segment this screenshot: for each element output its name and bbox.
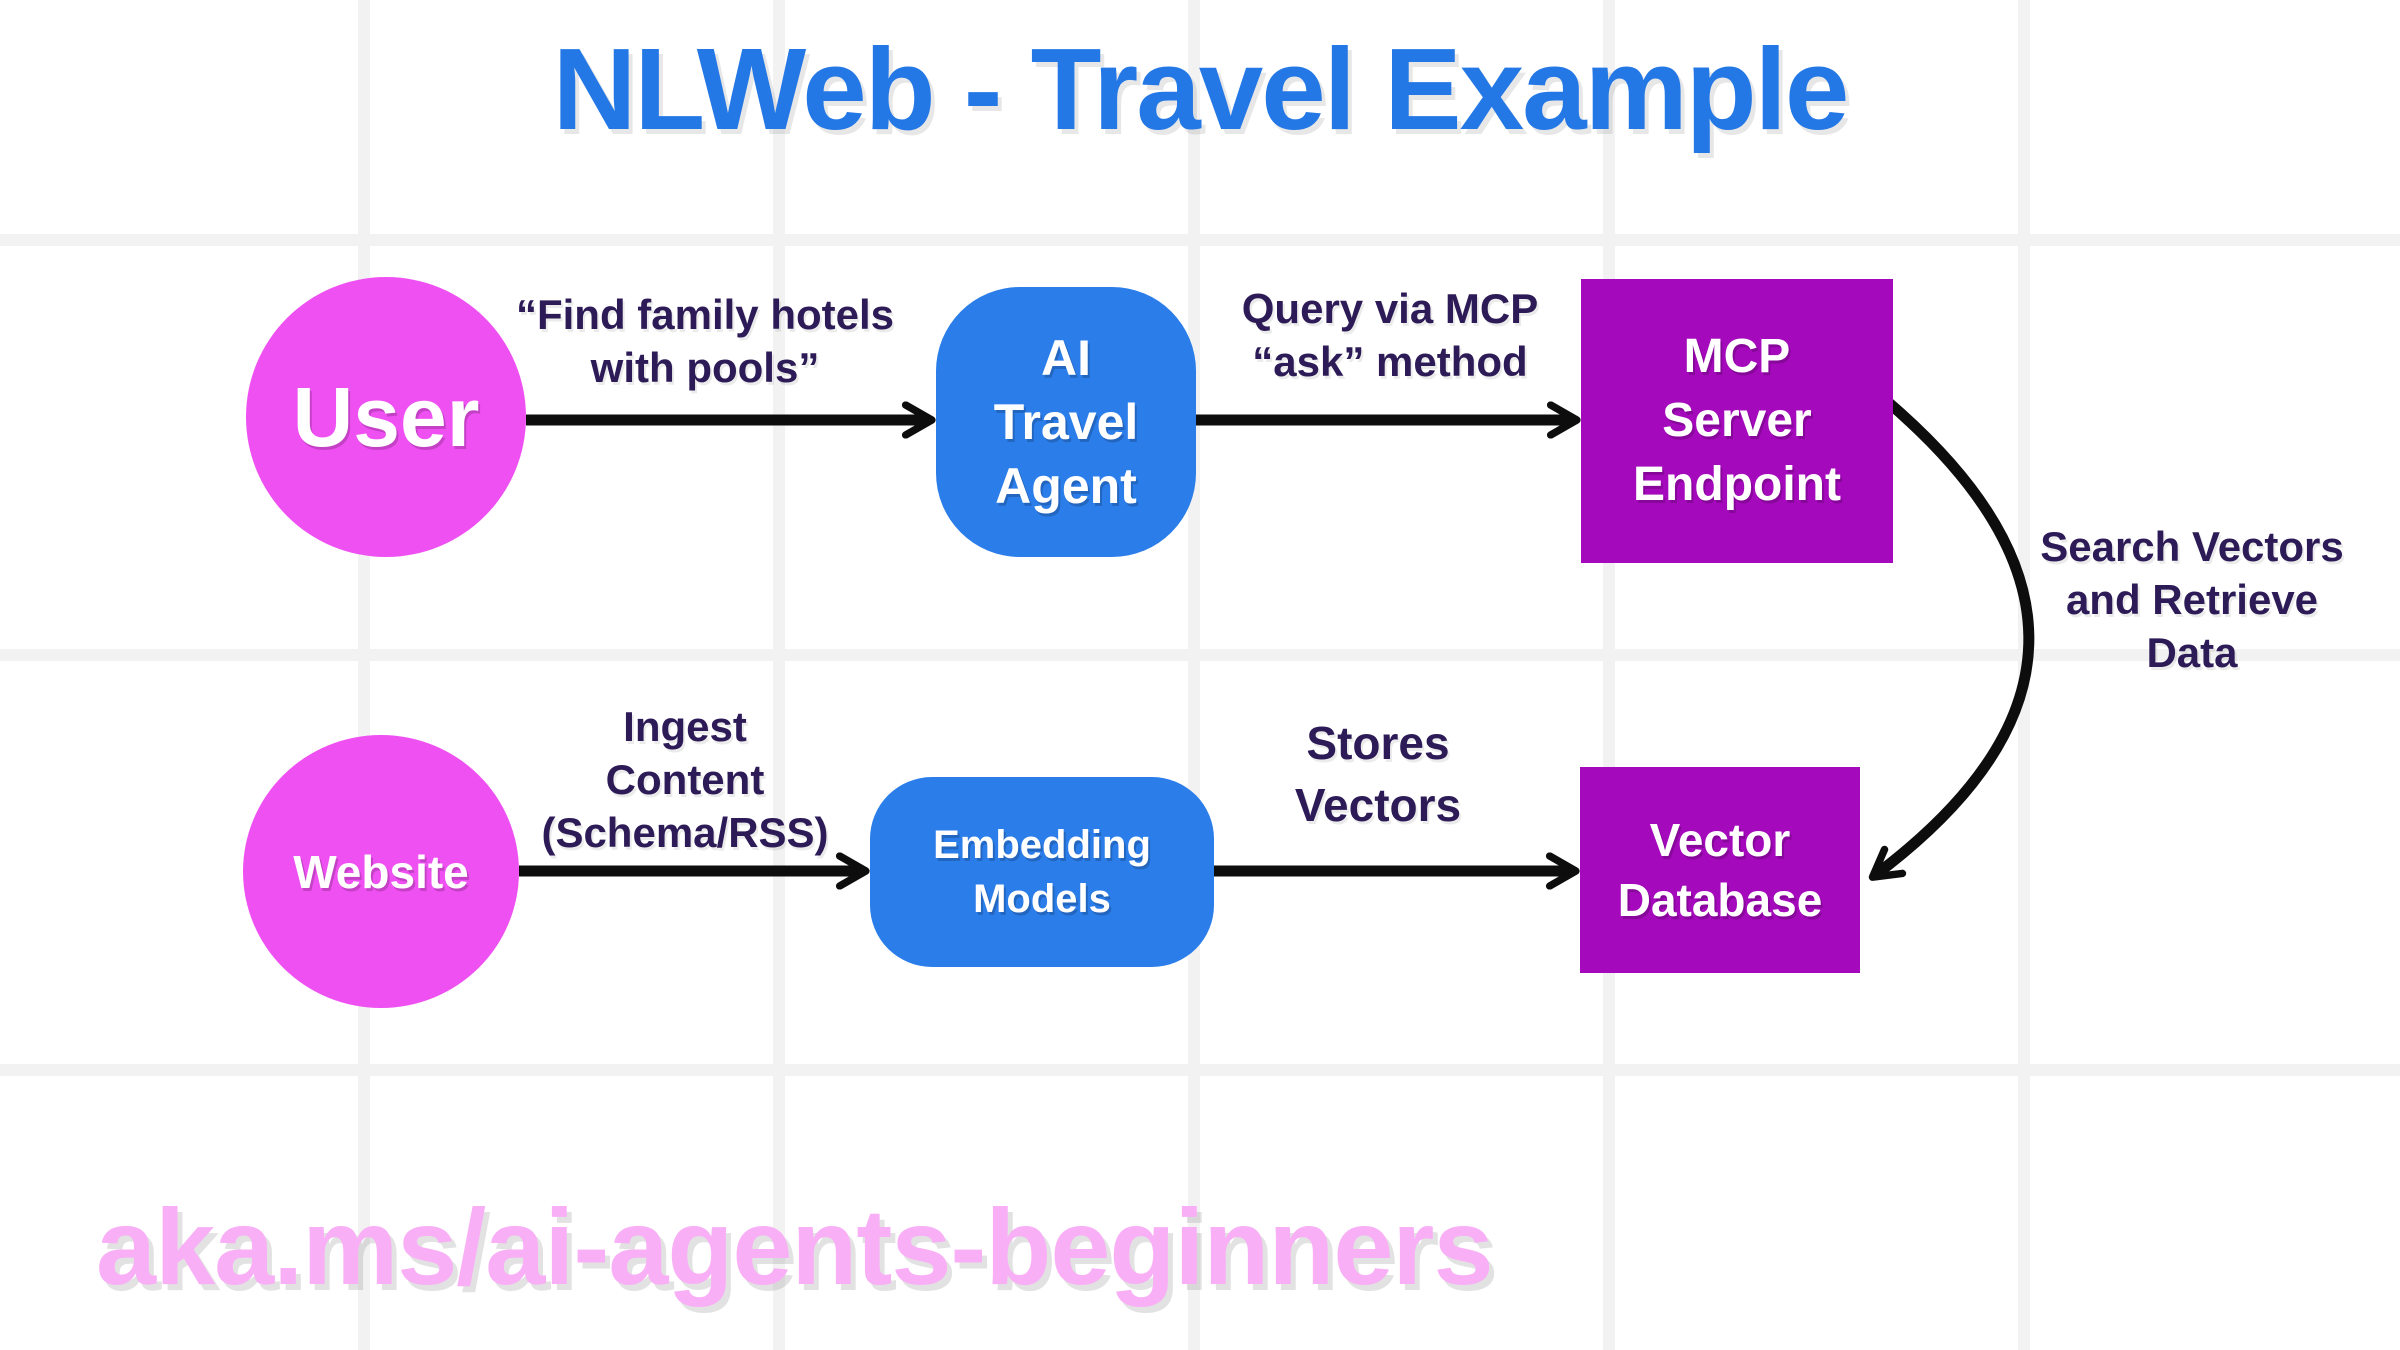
node-ai-line: AI — [1041, 330, 1091, 386]
node-mcp-line: Endpoint — [1633, 458, 1841, 511]
edge-label-ingest-content: Ingest Content (Schema/RSS) — [435, 700, 935, 859]
footer-link-text: aka.ms/ai-agents-beginners — [96, 1186, 1494, 1307]
edge-label-line: Query via MCP — [1241, 285, 1539, 332]
grid-line-vertical — [1188, 0, 1200, 1350]
edge-label-search-vectors: Search Vectors and Retrieve Data — [1992, 520, 2392, 679]
edge-label-line: Ingest — [623, 703, 747, 750]
edge-label-line: “ask” method — [1252, 338, 1528, 385]
edge-label-line: Content — [605, 756, 765, 803]
edge-label-line: Data — [2146, 629, 2238, 676]
node-website-label: Website — [293, 845, 469, 898]
edge-label-stores-vectors: Stores Vectors — [1178, 712, 1578, 836]
grid-line-horizontal — [0, 649, 2400, 661]
edge-label-line: “Find family hotels — [515, 291, 895, 338]
node-ai-line: Agent — [995, 458, 1137, 514]
node-mcp-server-endpoint: MCP Server Endpoint — [1581, 279, 1893, 563]
edge-label-line: and Retrieve — [2065, 576, 2319, 623]
edge-label-line: Vectors — [1294, 779, 1462, 831]
arrow-mcp-to-vectordb-curved — [1868, 398, 2035, 881]
edge-label-query-via-mcp: Query via MCP “ask” method — [1140, 282, 1640, 388]
page-title: NLWeb - Travel Example — [552, 24, 1850, 154]
node-mcp-line: Server — [1662, 394, 1812, 447]
node-ai-line: Travel — [993, 394, 1139, 450]
node-vector-database: Vector Database — [1580, 767, 1860, 973]
node-user-label: User — [292, 369, 480, 464]
node-ai-travel-agent: AI Travel Agent — [936, 287, 1196, 557]
node-vectordb-line: Vector — [1649, 814, 1791, 866]
grid-line-vertical — [773, 0, 785, 1350]
edge-label-line: (Schema/RSS) — [541, 809, 829, 856]
node-user: User — [246, 277, 526, 557]
node-embedding-line: Embedding — [933, 823, 1151, 867]
node-vectordb-line: Database — [1617, 874, 1823, 926]
grid-line-horizontal — [0, 1064, 2400, 1076]
grid-line-horizontal — [0, 234, 2400, 246]
edge-label-line: Stores — [1306, 717, 1450, 769]
node-website: Website — [243, 735, 519, 1008]
edge-label-line: Search Vectors — [2040, 523, 2344, 570]
node-embedding-models: Embedding Models — [870, 777, 1214, 967]
edge-label-line: with pools” — [590, 344, 820, 391]
node-embedding-line: Models — [973, 877, 1111, 921]
node-mcp-line: MCP — [1683, 330, 1791, 383]
edge-label-find-family-hotels: “Find family hotels with pools” — [455, 288, 955, 394]
